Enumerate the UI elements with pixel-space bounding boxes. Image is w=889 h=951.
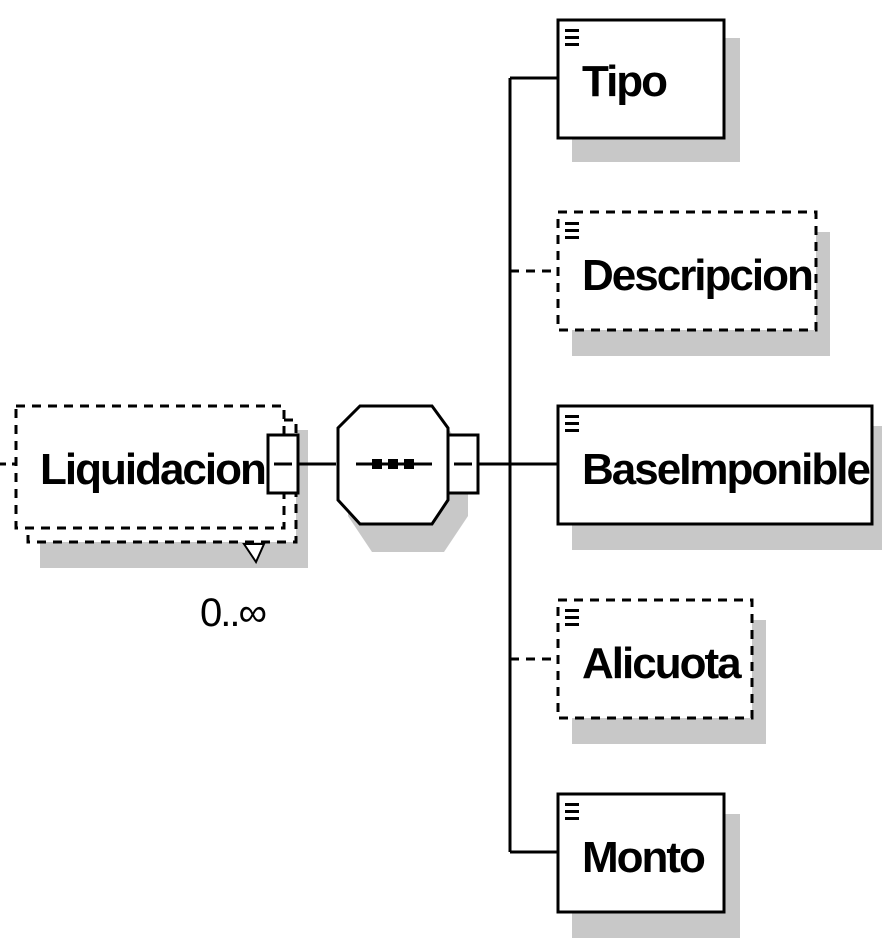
child-element-monto[interactable]: Monto xyxy=(556,792,740,938)
child-element-label: Descripcion xyxy=(582,251,812,300)
child-element-label: Alicuota xyxy=(582,639,742,688)
root-element-liquidacion[interactable]: Liquidacion 0..∞ xyxy=(14,404,308,635)
element-type-icon xyxy=(565,222,579,239)
sequence-icon-dot xyxy=(372,459,382,469)
root-element-label: Liquidacion xyxy=(40,445,265,494)
root-occurrence-label: 0..∞ xyxy=(200,591,265,635)
child-element-label: BaseImponible xyxy=(582,445,869,494)
element-type-icon xyxy=(565,415,579,432)
child-element-box xyxy=(556,792,726,914)
child-element-tipo[interactable]: Tipo xyxy=(556,18,740,162)
child-element-box xyxy=(556,598,754,720)
sequence-compositor[interactable] xyxy=(336,404,480,552)
tree-connectors xyxy=(478,76,558,854)
element-type-icon xyxy=(565,29,579,46)
occurrence-marker-icon xyxy=(242,543,266,565)
child-element-descripcion[interactable]: Descripcion xyxy=(556,210,830,356)
compositor-collapse-toggle[interactable] xyxy=(446,433,480,495)
sequence-icon-dot xyxy=(404,459,414,469)
child-element-box xyxy=(556,404,874,526)
root-collapse-toggle[interactable] xyxy=(266,433,300,495)
child-element-box xyxy=(556,210,818,332)
child-element-baseimponible[interactable]: BaseImponible xyxy=(556,404,882,550)
element-type-icon xyxy=(565,803,579,820)
element-type-icon xyxy=(565,609,579,626)
child-element-label: Tipo xyxy=(582,57,667,106)
child-element-box xyxy=(556,18,726,140)
child-element-label: Monto xyxy=(582,833,705,882)
child-element-alicuota[interactable]: Alicuota xyxy=(556,598,766,744)
sequence-icon-dot xyxy=(388,459,398,469)
